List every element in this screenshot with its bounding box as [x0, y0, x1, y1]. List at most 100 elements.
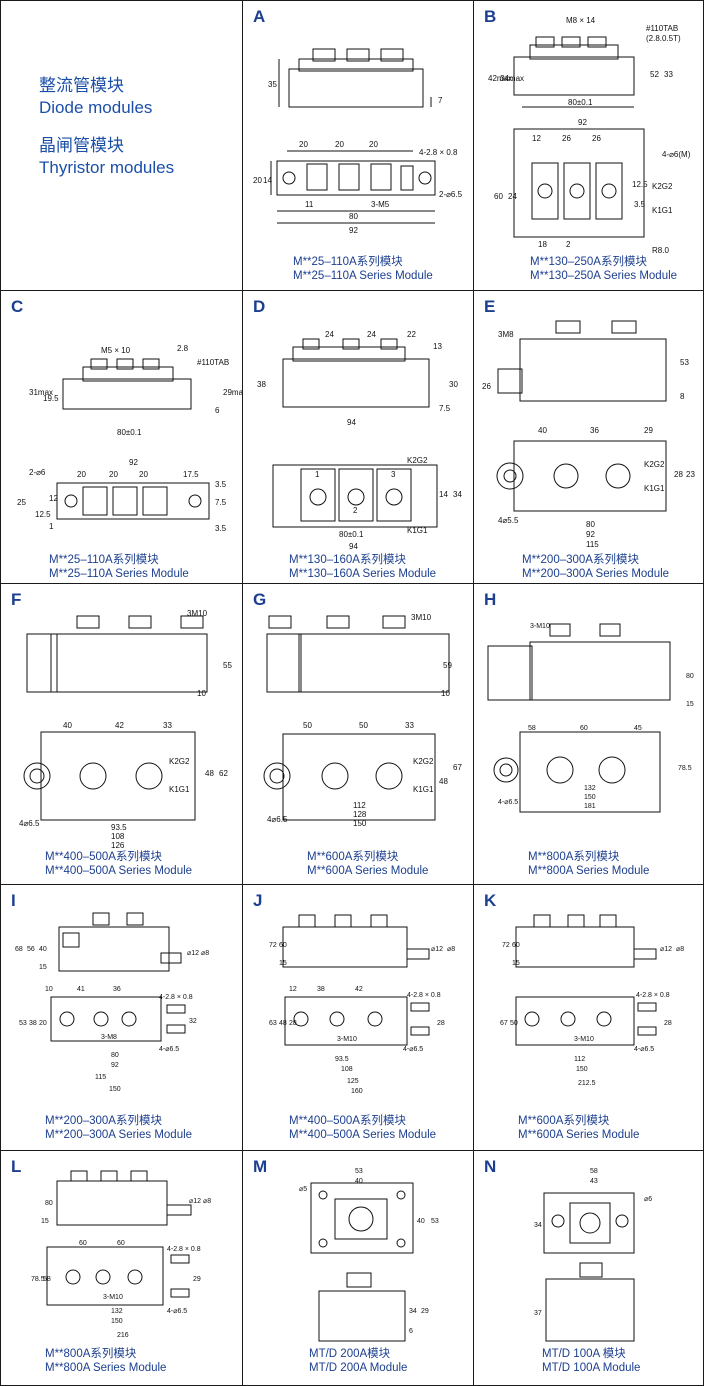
i-dim-3m8: 3-M8 [101, 1034, 117, 1041]
j-dim-tab: 4-2.8 × 0.8 [407, 992, 441, 999]
panel-m-caption-en: MT/D 200A Module [309, 1362, 408, 1374]
k-dim-3m10: 3-M10 [574, 1036, 594, 1043]
panel-n-drawing: 58 43 ⌀6 34 37 [534, 1168, 652, 1342]
panel-e-caption-en: M**200–300A Series Module [522, 568, 670, 580]
f-dim-126: 126 [111, 841, 125, 850]
d-dim-k2g2: K2G2 [407, 456, 428, 465]
j-dim-93-5: 93.5 [335, 1056, 349, 1063]
panel-g-letter: G [253, 590, 267, 609]
m-dim-29: 29 [421, 1308, 429, 1315]
k-dim-o12: ⌀12 [660, 946, 672, 953]
panel-f: 3M10 55 10 40 42 33 K2G2 K1G1 48 62 4⌀6.… [0, 583, 243, 885]
g-dim-10: 10 [441, 689, 450, 698]
c-dim-20c: 20 [139, 470, 148, 479]
m-dim-53b: 53 [431, 1218, 439, 1225]
h-dim-80: 80 [686, 673, 694, 680]
e-dim-80: 80 [586, 520, 595, 529]
b-dim-m8: M8 × 14 [566, 16, 596, 25]
k-dim-112: 112 [574, 1056, 585, 1063]
panel-f-letter: F [11, 590, 22, 609]
g-dim-48: 48 [439, 777, 448, 786]
c-dim-29max: 29max [223, 388, 243, 397]
e-dim-53: 53 [680, 358, 689, 367]
panel-a-caption-cn: M**25–110A系列模块 [293, 256, 403, 268]
panel-d-drawing: 24 24 22 13 38 30 7.5 94 K2G2 K1G1 1 2 3… [257, 330, 462, 551]
b-dim-tab2: (2.8.0.5T) [646, 34, 681, 43]
panel-d-caption-cn: M**130–160A系列模块 [289, 554, 406, 566]
d-dim-t1: 1 [315, 470, 320, 479]
k-dim-hole: 4-⌀6.5 [634, 1046, 654, 1053]
i-dim-80: 80 [111, 1052, 119, 1059]
j-dim-63: 63 [269, 1020, 277, 1027]
h-dim-60: 60 [580, 725, 588, 732]
l-dim-hole: 4-⌀6.5 [167, 1308, 187, 1315]
i-dim-38: 38 [29, 1020, 37, 1027]
j-dim-12: 12 [289, 986, 297, 993]
l-dim-15: 15 [41, 1218, 49, 1225]
i-dim-hole: 4-⌀6.5 [159, 1046, 179, 1053]
h-dim-150: 150 [584, 794, 596, 801]
panel-j-caption-en: M**400–500A Series Module [289, 1129, 437, 1141]
l-dim-29: 29 [193, 1276, 201, 1283]
d-dim-24b: 24 [367, 330, 376, 339]
panel-l-caption-en: M**800A Series Module [45, 1362, 167, 1374]
d-dim-94a: 94 [347, 418, 356, 427]
a-dim-20b: 20 [335, 140, 344, 149]
g-dim-112: 112 [353, 801, 366, 810]
panel-l: 80 15 ⌀12 ⌀8 60 60 4-2.8 × 0.8 78.5 58 3… [0, 1150, 243, 1386]
h-dim-132: 132 [584, 785, 596, 792]
n-dim-43: 43 [590, 1178, 598, 1185]
panel-c-caption-cn: M**25–110A系列模块 [49, 554, 159, 566]
c-dim-12: 12 [49, 494, 58, 503]
panel-h-drawing: 3-M10 80 15 58 60 45 78.5 4-⌀6.5 132 150… [487, 623, 694, 813]
m-dim-6: 6 [409, 1328, 413, 1335]
m-dim-40a: 40 [355, 1178, 363, 1185]
j-dim-15: 15 [279, 960, 287, 967]
e-dim-115: 115 [586, 540, 599, 549]
i-dim-68: 68 [15, 946, 23, 953]
e-dim-28: 28 [674, 470, 683, 479]
j-dim-o8: ⌀8 [447, 946, 455, 953]
c-dim-6: 6 [215, 406, 220, 415]
l-dim-o12: ⌀12 [189, 1198, 201, 1205]
n-dim-34: 34 [534, 1222, 542, 1229]
thyristor-title-en: Thyristor modules [39, 158, 175, 177]
c-dim-17-5: 17.5 [183, 470, 199, 479]
panel-h-caption: M**800A系列模块 M**800A Series Module [528, 850, 649, 878]
panel-h-caption-en: M**800A Series Module [528, 865, 650, 877]
d-dim-13: 13 [433, 342, 442, 351]
panel-m-drawing: 53 40 ⌀5 53 40 34 29 6 [299, 1168, 439, 1342]
d-dim-k1g1: K1G1 [407, 526, 428, 535]
panel-m-letter: M [253, 1157, 268, 1176]
j-dim-hole: 4-⌀6.5 [403, 1046, 423, 1053]
panel-n-caption-en: MT/D 100A Module [542, 1362, 641, 1374]
f-dim-108: 108 [111, 832, 125, 841]
e-dim-29: 29 [644, 426, 653, 435]
l-dim-132: 132 [111, 1308, 123, 1315]
a-dim-height: 35 [268, 80, 277, 89]
panel-e-drawing: 3M8 53 26 8 40 36 29 K2G2 K1G1 28 23 4⌀5… [482, 320, 695, 549]
i-dim-36: 36 [113, 986, 121, 993]
panel-g-caption: M**600A系列模块 M**600A Series Module [307, 850, 428, 878]
panel-i-caption: M**200–300A系列模块 M**200–300A Series Modul… [45, 1114, 192, 1142]
panel-g: 3M10 59 10 50 50 33 K2G2 K1G1 48 67 4⌀6.… [242, 583, 474, 885]
f-dim-k2g2: K2G2 [169, 757, 190, 766]
e-dim-k1g1: K1G1 [644, 484, 665, 493]
b-dim-k1g1: K1G1 [652, 206, 673, 215]
panel-h: 3-M10 80 15 58 60 45 78.5 4-⌀6.5 132 150… [473, 583, 704, 885]
a-dim-hole: 2-⌀6.5 [439, 190, 463, 199]
i-dim-53: 53 [19, 1020, 27, 1027]
i-dim-92: 92 [111, 1062, 119, 1069]
i-dim-o12: ⌀12 [187, 950, 199, 957]
g-dim-59: 59 [443, 661, 452, 670]
panel-i-caption-en: M**200–300A Series Module [45, 1129, 193, 1141]
c-dim-m5: M5 × 10 [101, 346, 131, 355]
i-dim-150: 150 [109, 1086, 121, 1093]
f-dim-55: 55 [223, 661, 232, 670]
g-dim-50a: 50 [303, 721, 312, 730]
c-dim-12-5: 12.5 [35, 510, 51, 519]
b-dim-42max: 42max [488, 74, 512, 83]
d-dim-22: 22 [407, 330, 416, 339]
i-dim-15: 15 [39, 964, 47, 971]
a-dim-tab: 4-2.8 × 0.8 [419, 148, 458, 157]
